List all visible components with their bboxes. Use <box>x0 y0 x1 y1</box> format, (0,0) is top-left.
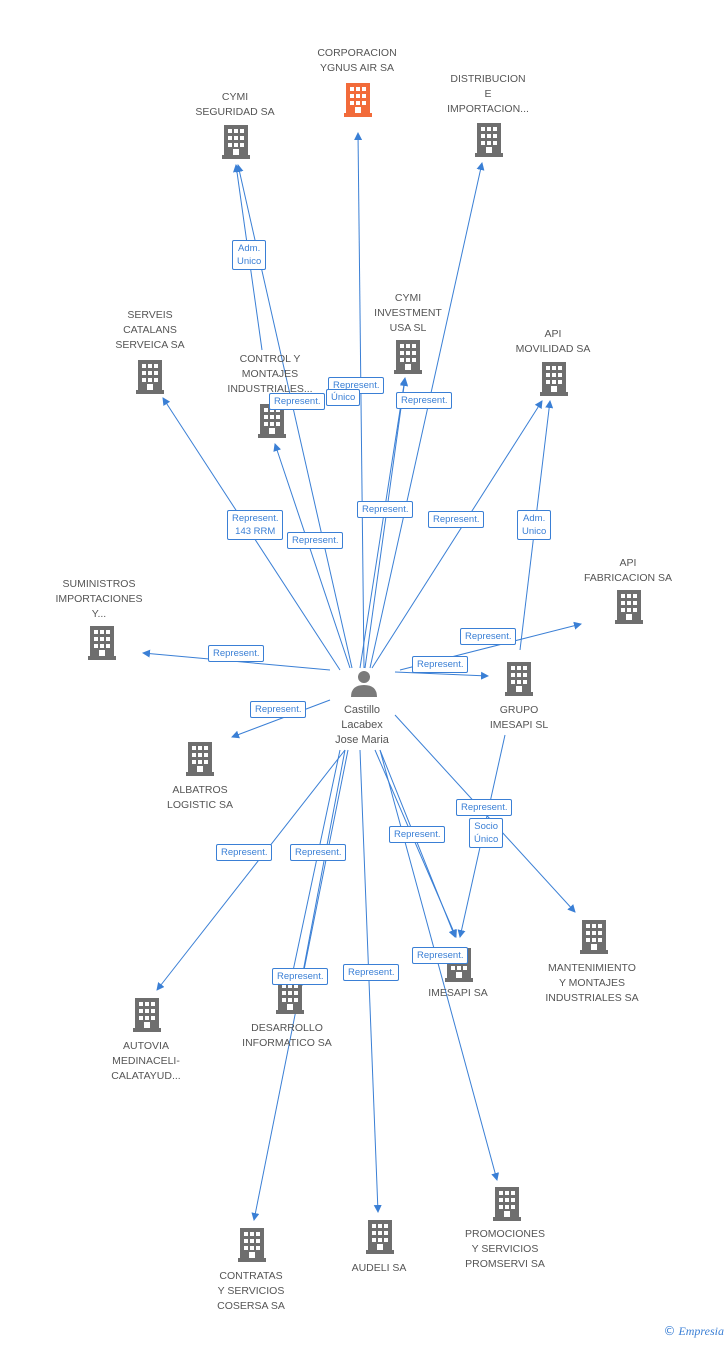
building-icon[interactable] <box>186 742 214 776</box>
relation-label: Represent. <box>389 825 446 843</box>
company-label-suministros[interactable]: SUMINISTROS IMPORTACIONES Y... <box>55 578 143 620</box>
person-label[interactable]: Castillo Lacabex Jose Maria <box>335 704 389 746</box>
relation-edge <box>156 749 346 991</box>
building-icon[interactable] <box>366 1220 394 1254</box>
copyright-icon: © <box>663 1324 676 1338</box>
building-icon[interactable] <box>133 998 161 1032</box>
building-icon[interactable] <box>505 662 533 696</box>
building-icon[interactable] <box>615 590 643 624</box>
relation-label: Represent. 143 RRM <box>227 510 284 540</box>
relation-edge <box>231 699 331 739</box>
credit: © Empresia <box>663 1324 724 1339</box>
building-icon[interactable] <box>540 362 568 396</box>
relation-edge <box>371 400 543 669</box>
relation-edge <box>287 749 341 986</box>
building-icon[interactable] <box>493 1187 521 1221</box>
company-label-distribucion[interactable]: DISTRIBUCION E IMPORTACION... <box>447 73 529 115</box>
company-label-desarrollo[interactable]: DESARROLLO INFORMATICO SA <box>242 1022 332 1049</box>
relation-label: Represent. <box>396 391 453 409</box>
company-label-control[interactable]: CONTROL Y MONTAJES INDUSTRIALES... <box>227 353 313 395</box>
brand-logo[interactable]: Empresia <box>678 1324 724 1338</box>
relation-label: Adm. Unico <box>232 240 267 270</box>
company-label-grupo-imesapi[interactable]: GRUPO IMESAPI SL <box>489 704 549 731</box>
relation-edge <box>273 443 351 669</box>
building-icon[interactable] <box>136 360 164 394</box>
relation-label: Represent. <box>208 644 265 662</box>
relation-edge <box>297 749 346 989</box>
relation-edge <box>369 162 485 669</box>
company-label-imesapi[interactable]: IMESAPI SA <box>428 987 488 999</box>
company-label-promociones[interactable]: PROMOCIONES Y SERVICIOS PROMSERVI SA <box>465 1228 545 1270</box>
company-label-serveis[interactable]: SERVEIS CATALANS SERVEICA SA <box>115 309 185 351</box>
nodes <box>88 83 643 1262</box>
company-label-audeli[interactable]: AUDELI SA <box>351 1262 407 1274</box>
relation-label: Represent. <box>250 700 307 718</box>
company-label-cymi-seguridad[interactable]: CYMI SEGURIDAD SA <box>195 91 275 118</box>
relation-label: Represent. <box>428 510 485 528</box>
building-icon[interactable] <box>580 920 608 954</box>
building-icon[interactable] <box>344 83 372 117</box>
relation-edge <box>364 378 409 669</box>
relation-label: Represent. <box>216 843 273 861</box>
company-label-cymi-investment[interactable]: CYMI INVESTMENT USA SL <box>374 292 442 334</box>
building-icon[interactable] <box>88 626 116 660</box>
building-icon[interactable] <box>475 123 503 157</box>
relation-label: Represent. <box>272 967 329 985</box>
company-label-api-movilidad[interactable]: API MOVILIDAD SA <box>515 328 591 355</box>
company-label-corporacion[interactable]: CORPORACION YGNUS AIR SA <box>317 47 397 74</box>
relation-label: Represent. <box>357 500 414 518</box>
building-icon[interactable] <box>238 1228 266 1262</box>
building-icon[interactable] <box>276 980 304 1014</box>
relation-edge <box>354 132 365 669</box>
relation-edge <box>142 649 331 671</box>
building-icon[interactable] <box>394 340 422 374</box>
relation-label: Adm. Unico <box>517 510 552 540</box>
relation-label: Represent. <box>269 392 326 410</box>
relation-edge <box>379 749 500 1181</box>
company-label-contratas[interactable]: CONTRATAS Y SERVICIOS COSERSA SA <box>217 1270 285 1312</box>
company-label-api-fabricacion[interactable]: API FABRICACION SA <box>583 557 673 584</box>
relation-edge <box>394 671 489 680</box>
relation-edge <box>359 377 408 669</box>
relation-label: Represent. <box>343 963 400 981</box>
company-label-autovia[interactable]: AUTOVIA MEDINACELI- CALATAYUD... <box>111 1040 181 1082</box>
relation-label: Represent. <box>460 627 517 645</box>
relation-edge <box>359 749 382 1213</box>
building-icon[interactable] <box>222 125 250 159</box>
relation-edge <box>374 749 457 938</box>
relation-label: Represent. <box>412 946 469 964</box>
relation-label: Socio Único <box>469 818 504 848</box>
company-label-albatros[interactable]: ALBATROS LOGISTIC SA <box>167 784 233 811</box>
relation-label: Represent. <box>456 798 513 816</box>
relation-label: Represent. <box>290 843 347 861</box>
relation-label: Represent. <box>287 531 344 549</box>
person-icon[interactable] <box>351 671 377 697</box>
relation-label: Único <box>326 388 361 406</box>
relation-label: Represent. <box>412 655 469 673</box>
company-label-mantenimiento[interactable]: MANTENIMIENTO Y MONTAJES INDUSTRIALES SA <box>545 962 639 1004</box>
